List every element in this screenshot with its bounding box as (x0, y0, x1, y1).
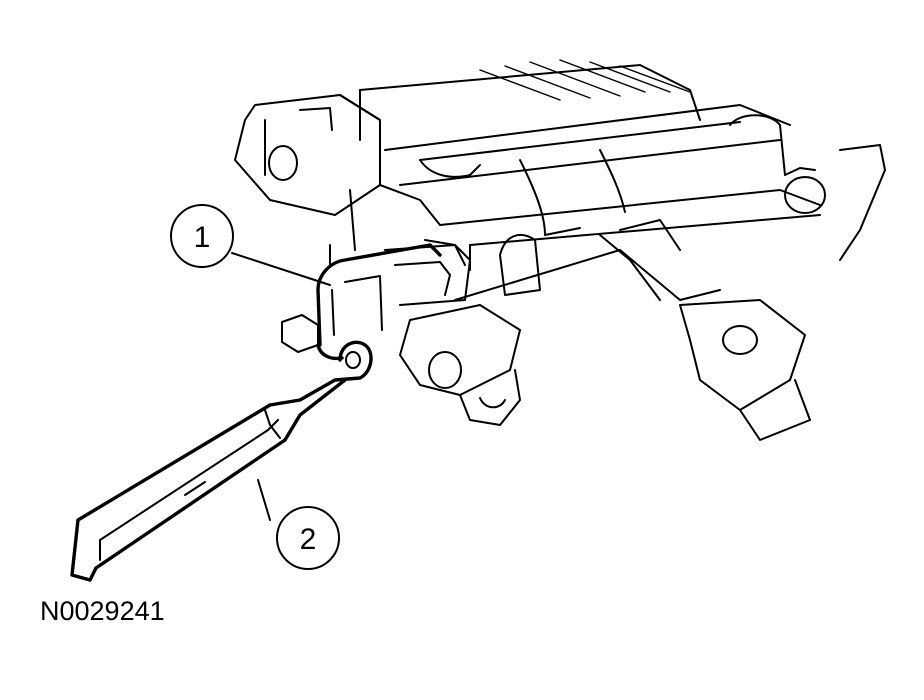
leader-line-1 (231, 252, 331, 286)
callout-2-label: 2 (300, 523, 317, 556)
housing-assembly (234, 59, 886, 441)
callout-1-label: 1 (194, 221, 211, 254)
leader-line-2 (257, 479, 271, 521)
lever-arm (70, 340, 373, 582)
figure-id-label: N0029241 (40, 596, 165, 626)
actuator-bracket (316, 239, 466, 361)
callout-1: 1 (170, 204, 234, 268)
callout-2: 2 (276, 506, 340, 570)
